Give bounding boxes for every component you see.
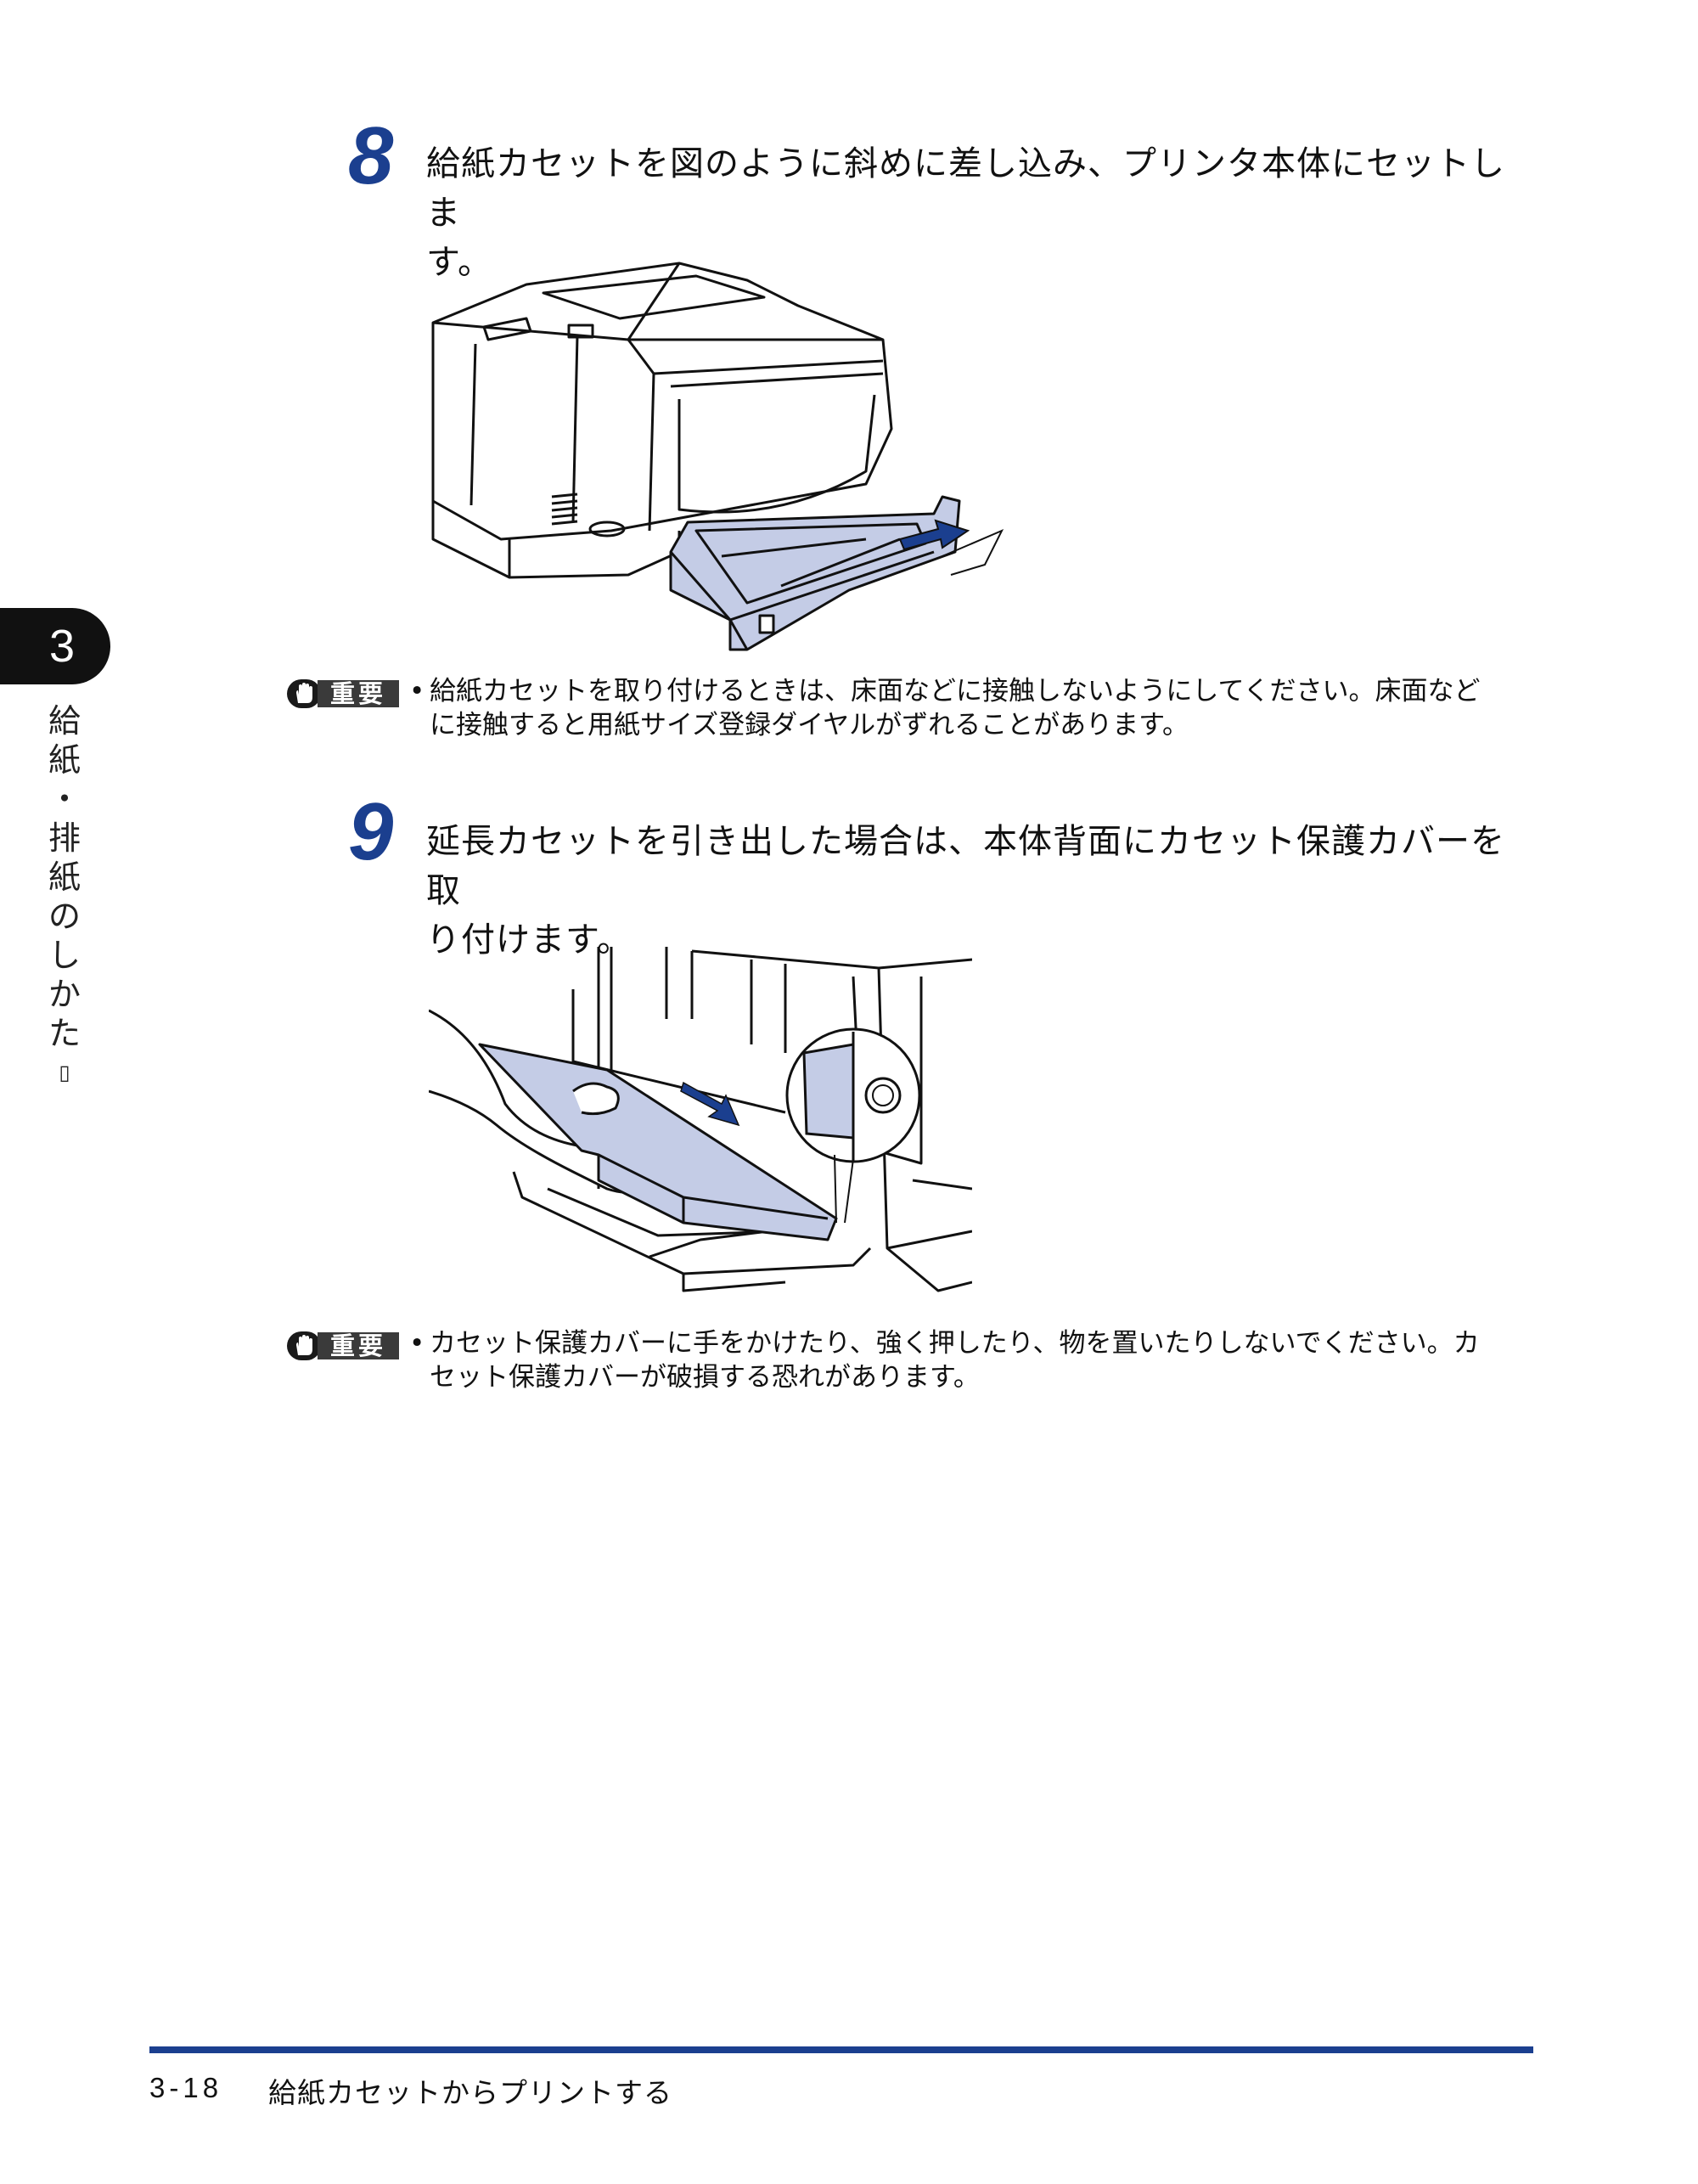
step-text-line: 延長カセットを引き出した場合は、本体背面にカセット保護カバーを取 [426, 822, 1505, 910]
side-title-char: ▯ [59, 1061, 70, 1084]
side-title-char: か [48, 976, 81, 1013]
bullet: • [409, 1328, 425, 1359]
step-text-line: り付けます。 [426, 920, 632, 960]
note-line: に接触すると用紙サイズ登録ダイヤルがずれることがあります。 [430, 710, 1189, 740]
side-title-char: し [48, 937, 81, 974]
step-text: 給紙カセットを図のように斜めに差し込み、プリンタ本体にセットしま す。 [426, 139, 1530, 287]
footer-divider [149, 2046, 1533, 2053]
side-title-char: ・ [48, 780, 81, 818]
important-label: 重要 [318, 1332, 399, 1359]
important-note: 重要 • カセット保護カバーに手をかけたり、強く押したり、物を置いたりしないでく… [287, 1328, 1535, 1399]
step-text: 延長カセットを引き出した場合は、本体背面にカセット保護カバーを取 り付けます。 [426, 817, 1530, 965]
side-title-char: 紙 [48, 858, 81, 896]
cassette-cover-illustration [429, 947, 972, 1292]
note-line: セット保護カバーが破損する恐れがあります。 [430, 1362, 980, 1393]
important-label: 重要 [318, 680, 399, 707]
chapter-tab: 3 [0, 608, 110, 684]
footer-page-number: 3-18 [149, 2072, 223, 2103]
printer-cassette-illustration [431, 262, 1004, 651]
chapter-number: 3 [49, 621, 76, 672]
important-badge: 重要 [287, 679, 404, 708]
important-badge: 重要 [287, 1331, 404, 1360]
note-text: • 給紙カセットを取り付けるときは、床面などに接触しないようにしてください。床面… [409, 674, 1482, 742]
footer-section-title: 給紙カセットからプリントする [268, 2076, 672, 2109]
chapter-side-title: 給 紙 ・ 排 紙 の し か た ▯ [44, 701, 85, 1092]
note-line: カセット保護カバーに手をかけたり、強く押したり、物を置いたりしないでください。カ [430, 1328, 1480, 1359]
side-title-char: た [48, 1015, 81, 1052]
bullet: • [409, 676, 425, 706]
step-number: 8 [348, 110, 394, 201]
side-title-char: 排 [48, 819, 81, 857]
side-title-char: 紙 [48, 741, 81, 779]
step-text-line: 給紙カセットを図のように斜めに差し込み、プリンタ本体にセットしま [426, 144, 1505, 233]
important-note: 重要 • 給紙カセットを取り付けるときは、床面などに接触しないようにしてください… [287, 676, 1535, 747]
hand-stop-icon [287, 1331, 321, 1360]
note-text: • カセット保護カバーに手をかけたり、強く押したり、物を置いたりしないでください… [409, 1326, 1482, 1394]
hand-stop-icon [287, 679, 321, 708]
step-number: 9 [348, 786, 394, 877]
step-text-line: す。 [426, 243, 492, 282]
side-title-char: の [48, 898, 81, 935]
note-line: 給紙カセットを取り付けるときは、床面などに接触しないようにしてください。床面など [430, 676, 1481, 706]
side-title-char: 給 [48, 702, 81, 740]
